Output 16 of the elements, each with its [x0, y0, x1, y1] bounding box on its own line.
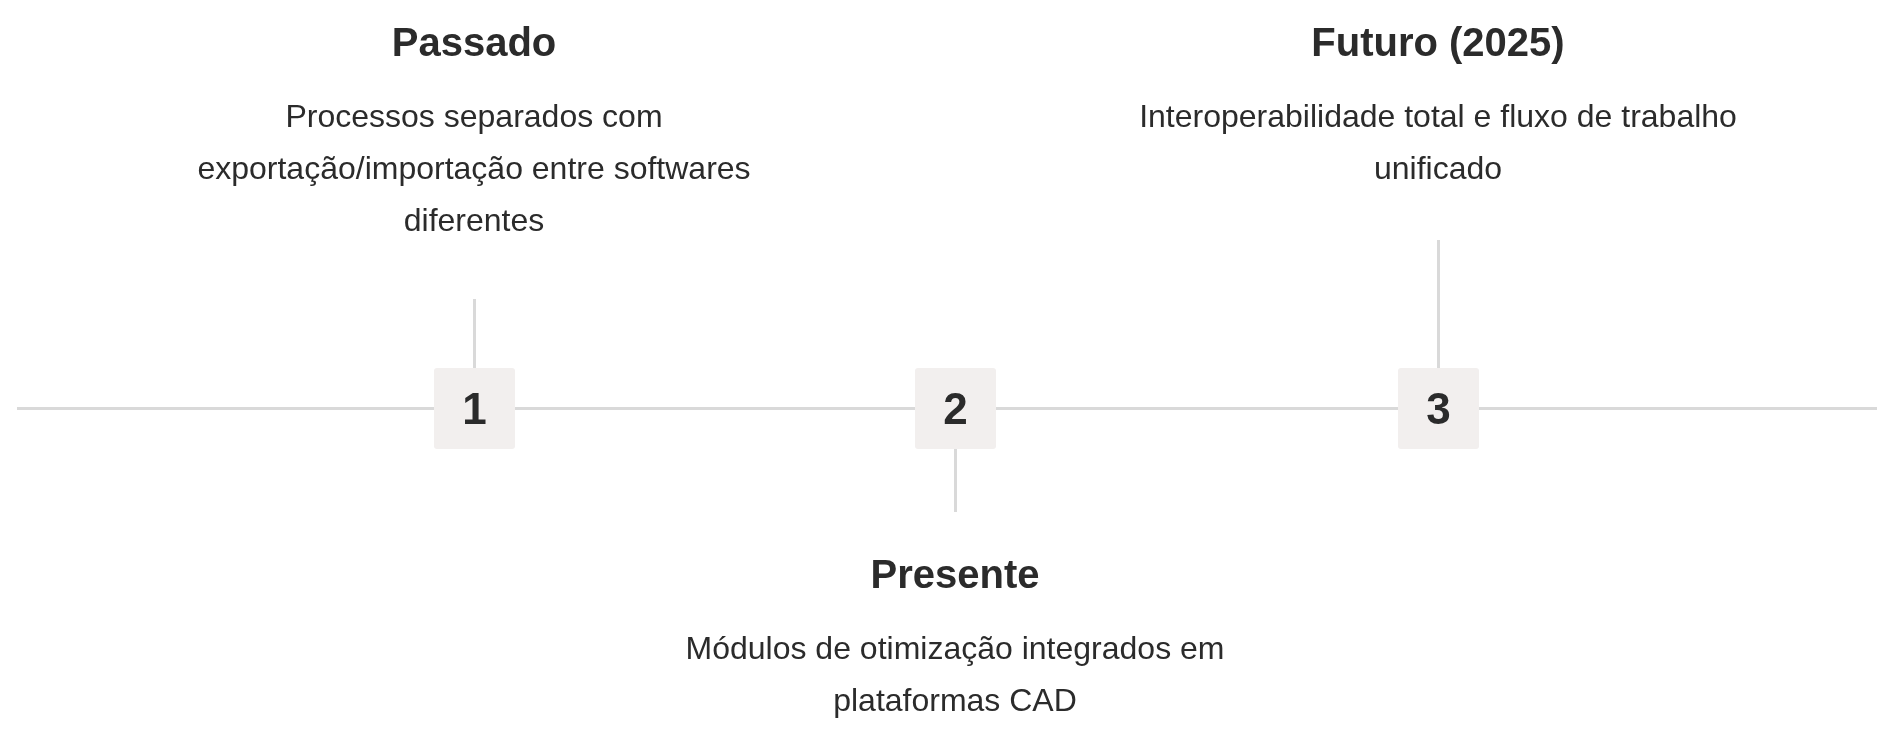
period-title: Presente [870, 552, 1040, 596]
timeline-line [1437, 240, 1440, 368]
step-number: 2 [915, 368, 996, 449]
timeline-line [515, 407, 915, 410]
timeline-line [996, 407, 1398, 410]
period-description: Interoperabilidade total e fluxo de trabalho unificado [1138, 97, 1738, 188]
period-title: Futuro (2025) [1311, 20, 1565, 64]
period-description: Módulos de otimização integrados em plataformas CAD [684, 629, 1226, 720]
period-title: Passado [391, 20, 557, 64]
timeline-line [954, 449, 957, 512]
timeline-line [17, 407, 434, 410]
timeline-line [473, 299, 476, 368]
step-number: 3 [1398, 368, 1479, 449]
timeline-line [1479, 407, 1877, 410]
step-number: 1 [434, 368, 515, 449]
period-description: Processos separados com exportação/importação entre softwares diferentes [196, 97, 752, 240]
